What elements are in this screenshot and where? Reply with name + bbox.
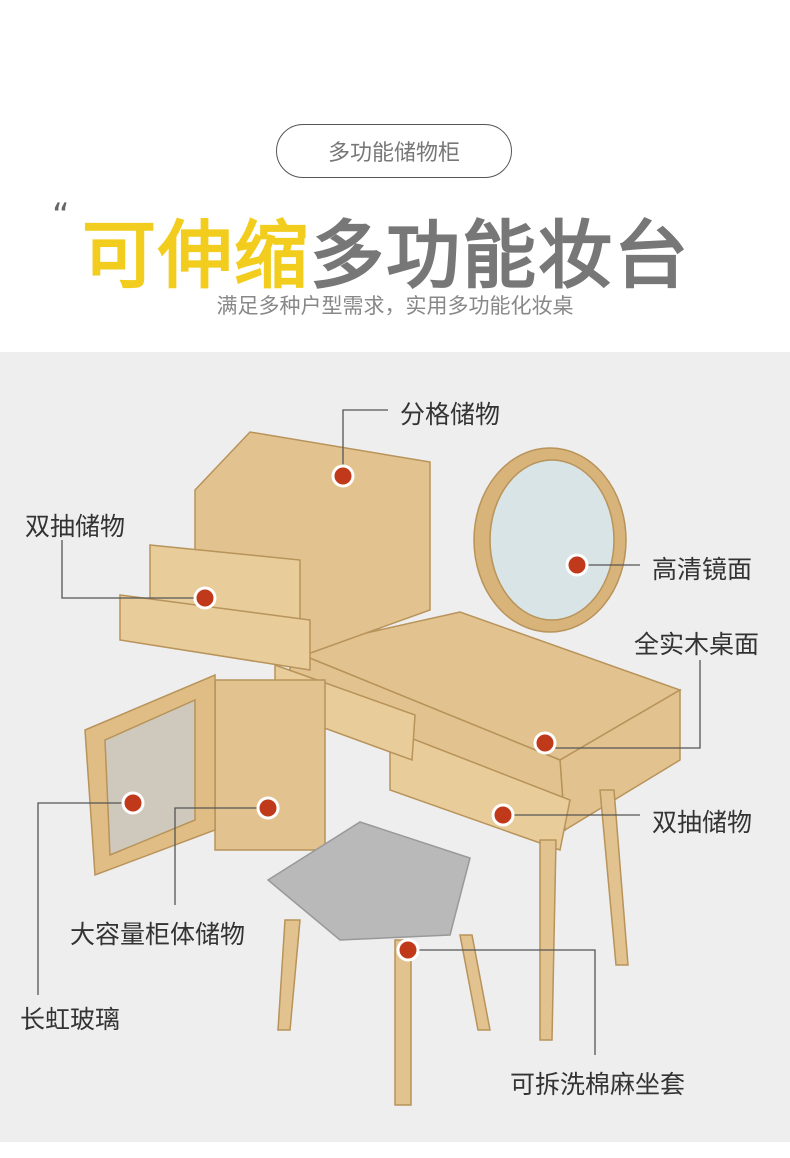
hotspot-dot xyxy=(491,803,515,827)
callout-ribbed-glass: 长虹玻璃 xyxy=(20,1005,121,1034)
callout-cabinet-storage: 大容量柜体储物 xyxy=(70,920,246,949)
hotspot-dot xyxy=(193,586,217,610)
quote-mark: “ xyxy=(52,196,70,236)
hotspot-dot xyxy=(396,938,420,962)
callout-double-drawer-desk: 双抽储物 xyxy=(652,808,753,837)
hotspot-dot xyxy=(121,791,145,815)
title-highlight: 可伸缩 xyxy=(82,213,310,299)
callout-grid-storage: 分格储物 xyxy=(400,400,501,429)
callout-washable-cushion: 可拆洗棉麻坐套 xyxy=(510,1070,686,1099)
hotspot-dot xyxy=(533,731,557,755)
title-rest: 多功能妆台 xyxy=(310,213,690,299)
category-pill: 多功能储物柜 xyxy=(276,124,512,178)
callout-double-drawer-upper: 双抽储物 xyxy=(25,512,126,541)
callout-hd-mirror: 高清镜面 xyxy=(652,555,753,584)
page-title: 可伸缩多功能妆台 xyxy=(82,196,690,303)
callout-solid-wood-top: 全实木桌面 xyxy=(634,630,760,659)
hotspot-dot xyxy=(331,464,355,488)
hotspot-dot xyxy=(256,796,280,820)
subtitle: 满足多种户型需求，实用多功能化妆桌 xyxy=(216,294,574,318)
hotspot-dot xyxy=(565,553,589,577)
